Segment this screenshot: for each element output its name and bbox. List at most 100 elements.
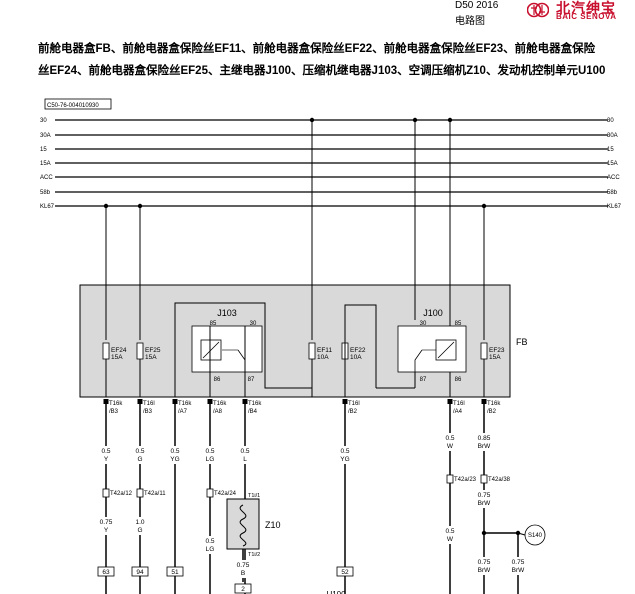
compressor-pin-bottom: T1i/2	[248, 552, 260, 558]
wire-label-bg-6	[442, 433, 458, 451]
lower-wire-label-bg-0	[98, 517, 114, 535]
intermediate-connector-label-2: T42a/24	[214, 491, 237, 497]
bus-label-right-5: 58b	[607, 190, 618, 196]
connector-pin-label-3: /A8	[213, 409, 223, 415]
title-line-2: 丝EF24、前舱电器盒保险丝EF25、主继电器J100、压缩机继电器J103、空…	[38, 65, 606, 77]
connector-pin-label-2: /A7	[178, 409, 188, 415]
lower-wire-size-2: 0.5	[205, 538, 214, 545]
relay-j100-pin-87: 87	[420, 377, 427, 383]
connector-id-6: T16l	[453, 401, 465, 407]
wire-label-bg-2	[167, 446, 183, 464]
lower-wire-color-2: LG	[206, 546, 215, 553]
fuse-name-4: EF23	[489, 347, 505, 354]
wire-color-3: LG	[206, 456, 215, 463]
bus-label-right-3: 15A	[607, 161, 618, 167]
wire-color-6: W	[447, 443, 454, 450]
lower-wire-size-3: 0.5	[445, 528, 454, 535]
relay-j100-switch	[414, 349, 423, 372]
lower-wire-label-bg-4	[476, 490, 492, 508]
terminal-94	[131, 566, 149, 577]
bus-junction-j100	[412, 117, 418, 123]
wire-color-5: YG	[340, 456, 349, 463]
relay-j103-name: J103	[217, 308, 237, 318]
relay-j100-name: J100	[423, 308, 443, 318]
connector-pin-label-1: /B3	[143, 409, 153, 415]
connector-pin-1	[137, 399, 143, 404]
relay-j103-pin-86: 86	[214, 377, 221, 383]
lower-wire-color-0: Y	[104, 527, 109, 534]
wire-size-2: 0.5	[170, 448, 179, 455]
relay-j100-pin-85: 85	[455, 321, 462, 327]
compressor-coil-icon	[239, 504, 247, 547]
splice-wire-size-1: 0.75	[512, 559, 525, 566]
terminal-51	[166, 566, 184, 577]
ground-s140-label: S140	[528, 533, 543, 539]
connector-pin-2	[172, 399, 178, 404]
wire-color-1: G	[137, 456, 142, 463]
bus-label-right-0: 30	[607, 118, 614, 124]
wire-label-bg-7	[476, 433, 492, 451]
wire-color-4: L	[243, 456, 247, 463]
wire-label-bg-1	[132, 446, 148, 464]
relay-j100-pin-86: 86	[455, 377, 462, 383]
intermediate-connector-label-4: T42a/38	[488, 477, 511, 483]
relay-j100-coil-slash	[437, 341, 455, 359]
model-label: D50 2016	[455, 0, 499, 11]
wire-label-bg-0	[98, 446, 114, 464]
intermediate-connector-label-3: T42a/23	[454, 477, 477, 483]
fuse-rating-4: 15A	[489, 354, 501, 361]
connector-pin-4	[242, 399, 248, 404]
wire-size-6: 0.5	[445, 435, 454, 442]
lower-wire-size-0: 0.75	[100, 519, 113, 526]
intermediate-connector-1	[136, 488, 144, 498]
wire-size-7: 0.85	[478, 435, 491, 442]
intermediate-connector-4	[480, 474, 488, 484]
ground-lead	[517, 532, 526, 536]
splice-wire-color-1: BrW	[512, 567, 526, 574]
wire-label-bg-3	[202, 446, 218, 464]
fuse-name-2: EF11	[317, 347, 332, 354]
fuse-name-3: EF22	[350, 347, 366, 354]
terminal-52	[336, 566, 354, 577]
lower-wire-label-bg-3	[442, 526, 458, 544]
fuse-name-1: EF25	[145, 347, 161, 354]
wire-color-7: BrW	[478, 443, 492, 450]
intermediate-connector-label-1: T42a/11	[144, 491, 166, 497]
wire-label-bg-4	[237, 446, 253, 464]
connector-id-7: T16k	[487, 401, 501, 407]
lower-wire-color-4: BrW	[478, 500, 492, 507]
connector-id-5: T16l	[348, 401, 360, 407]
splice-wire-label-bg-0	[476, 557, 492, 575]
brand-name-cn: 北汽绅宝	[556, 0, 616, 16]
splice-wire-color-0: BrW	[478, 567, 492, 574]
bus-label-left-3: 15A	[40, 161, 51, 167]
bus-label-left-6: KL67	[40, 204, 55, 210]
compressor-pin-top: T1i/1	[248, 493, 260, 499]
connector-id-2: T16k	[178, 401, 192, 407]
lower-wire-color-1: G	[137, 527, 142, 534]
wire-size-4: 0.5	[240, 448, 249, 455]
fuse-rating-0: 15A	[111, 354, 123, 361]
bus-label-left-1: 30A	[40, 133, 51, 139]
wire-color-0: Y	[104, 456, 109, 463]
connector-pin-0	[103, 399, 109, 404]
bus-junction-ef11	[309, 117, 315, 123]
connector-pin-3	[207, 399, 213, 404]
fuse-ef23	[480, 342, 488, 360]
brand-name-en: BAIC SENOVA	[556, 12, 617, 21]
title-line-1: 前舱电器盒FB、前舱电器盒保险丝EF11、前舱电器盒保险丝EF22、前舱电器盒保…	[38, 43, 596, 55]
relay-j103-pin-30: 30	[250, 321, 257, 327]
baic-logo-icon	[527, 2, 549, 18]
bus-label-left-4: ACC	[40, 175, 53, 181]
connector-id-0: T16k	[109, 401, 123, 407]
lower-wire-label-bg-1	[132, 517, 148, 535]
connector-id-1: T16l	[143, 401, 155, 407]
wire-size-1: 0.5	[135, 448, 144, 455]
fuse-ef25	[136, 342, 144, 360]
lower-wire-size-4: 0.75	[478, 492, 491, 499]
terminal-label-1: 94	[136, 569, 144, 576]
bus-label-right-6: KL67	[607, 204, 622, 210]
compressor-name: Z10	[265, 520, 281, 530]
intermediate-connector-label-0: T42a/12	[110, 491, 133, 497]
module-u100-label: U100	[326, 590, 346, 594]
